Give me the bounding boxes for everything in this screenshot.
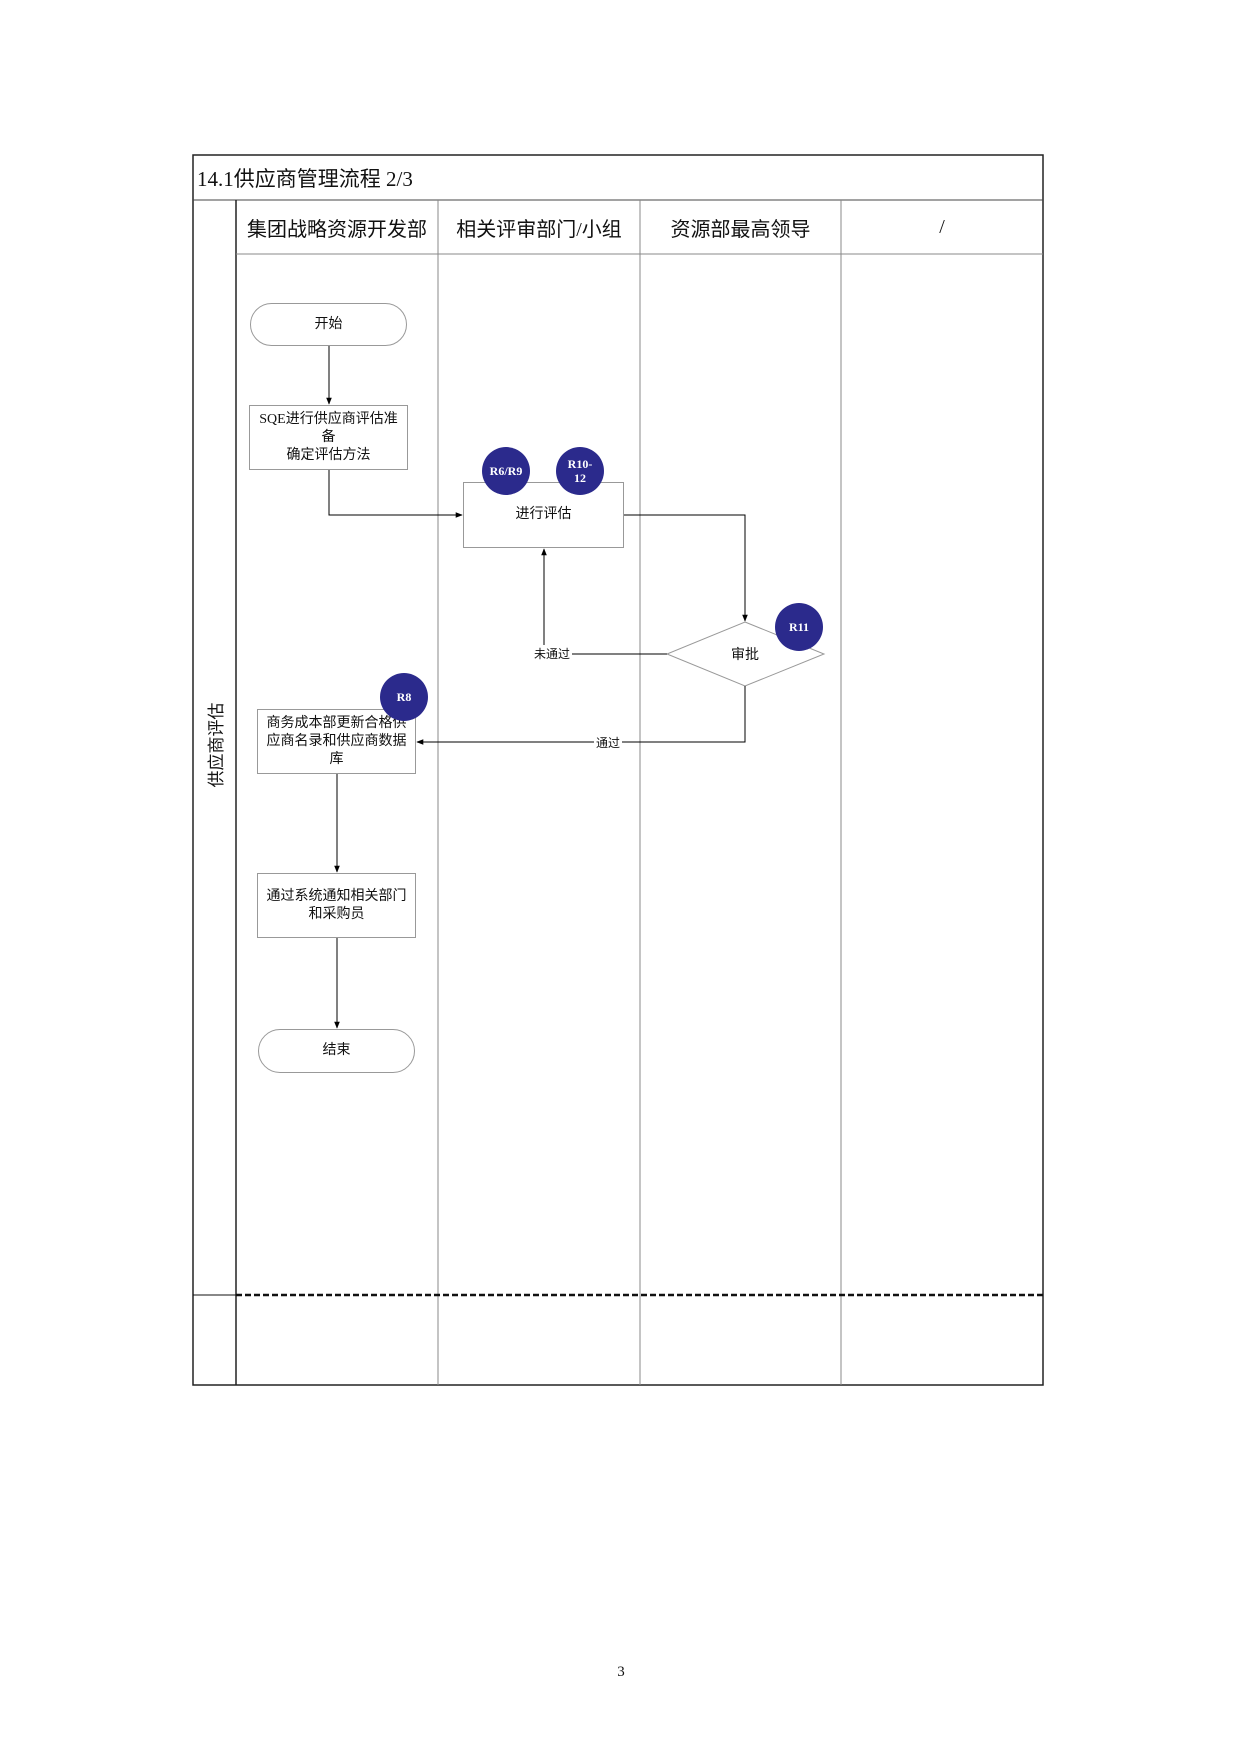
lane-header-review-group: 相关评审部门/小组 bbox=[456, 218, 622, 241]
lane-header-empty: / bbox=[939, 215, 945, 238]
start-node-label: 开始 bbox=[314, 316, 343, 332]
prepare-node-label-2: 确定评估方法 bbox=[286, 447, 371, 463]
approve-node-label: 审批 bbox=[731, 648, 759, 663]
edge-approve-fail bbox=[541, 548, 667, 655]
table-frame bbox=[192, 154, 1044, 1386]
start-node: 开始 bbox=[250, 303, 407, 346]
risk-badge-r11-label: R11 bbox=[788, 620, 809, 634]
update-node-label: 商务成本部更新合格供应商名录和供应商数据库 bbox=[266, 715, 407, 767]
evaluate-node: 进行评估 bbox=[463, 482, 624, 548]
edge-evaluate-to-approve bbox=[624, 514, 748, 622]
end-node-label: 结束 bbox=[322, 1043, 351, 1058]
phase-label: 供应商评估 bbox=[206, 702, 226, 788]
lane-header-strategy-dev: 集团战略资源开发部 bbox=[247, 218, 427, 241]
edge-label-pass: 通过 bbox=[594, 734, 622, 750]
risk-badge-r6-r9: R6/R9 bbox=[482, 447, 530, 495]
prepare-node-label-1: SQE进行供应商评估准备 bbox=[259, 411, 398, 445]
notify-node-label: 通过系统通知相关部门和采购员 bbox=[266, 888, 407, 922]
evaluate-node-label: 进行评估 bbox=[515, 507, 572, 522]
page-title: 14.1供应商管理流程 2/3 bbox=[197, 166, 413, 191]
risk-badge-r8: R8 bbox=[380, 673, 428, 721]
edge-label-fail: 未通过 bbox=[532, 645, 572, 661]
risk-badge-r10-12-label: R10-12 bbox=[567, 457, 593, 485]
notify-node: 通过系统通知相关部门和采购员 bbox=[257, 873, 416, 938]
update-node: 商务成本部更新合格供应商名录和供应商数据库 bbox=[257, 709, 416, 774]
end-node: 结束 bbox=[258, 1029, 415, 1073]
edge-approve-pass bbox=[416, 686, 746, 745]
lane-header-top-leader: 资源部最高领导 bbox=[670, 218, 811, 241]
prepare-node: SQE进行供应商评估准备 确定评估方法 bbox=[249, 405, 408, 470]
risk-badge-r6-r9-label: R6/R9 bbox=[489, 464, 523, 478]
risk-badge-r11: R11 bbox=[775, 603, 823, 651]
risk-badge-r8-label: R8 bbox=[396, 690, 412, 704]
risk-badge-r10-12: R10-12 bbox=[556, 447, 604, 495]
edge-prepare-to-evaluate bbox=[328, 470, 463, 518]
page-number: 3 bbox=[617, 1664, 625, 1680]
